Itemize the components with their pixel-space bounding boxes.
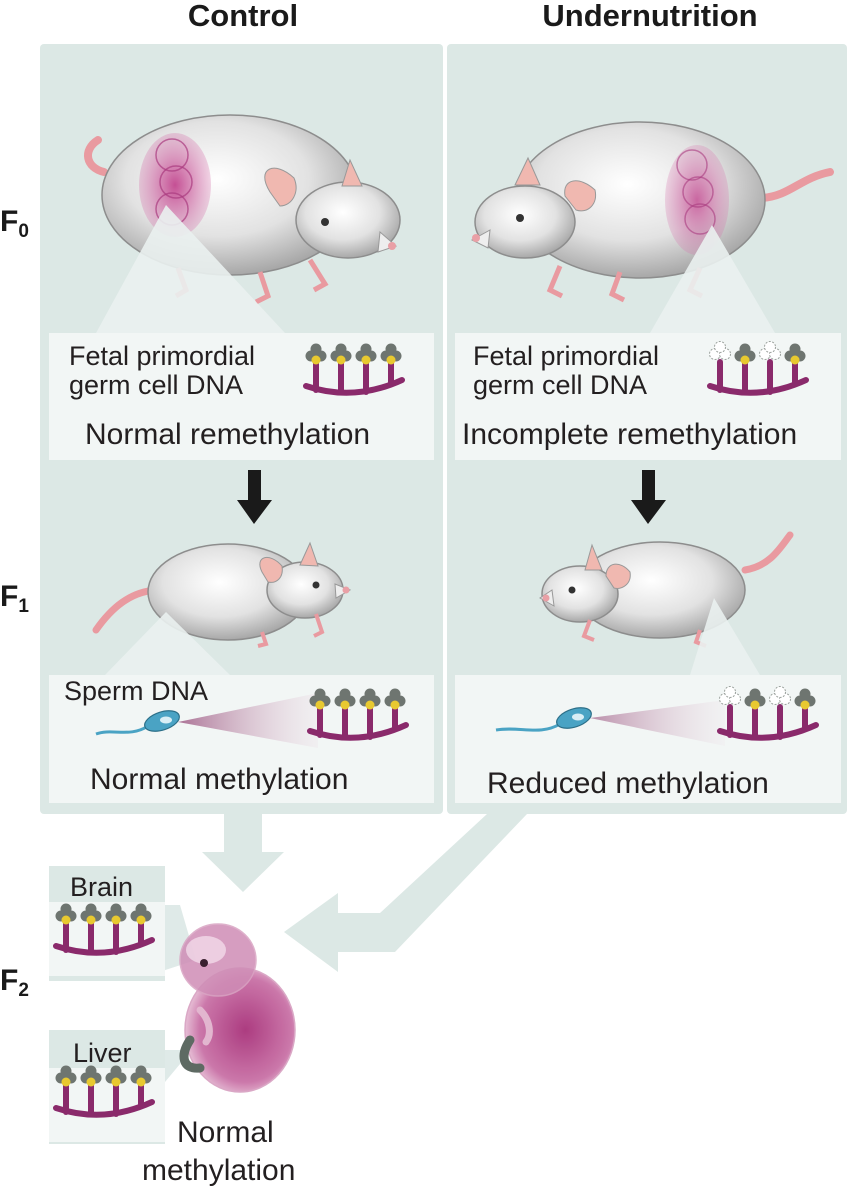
- f2-liver-dna-icon: [53, 1065, 155, 1118]
- f2-brain-dna-icon: [53, 903, 155, 956]
- methyl-group: [390, 700, 400, 710]
- methyl-group: [335, 343, 347, 355]
- methyl-group: [336, 355, 346, 365]
- methyl-group: [310, 343, 322, 355]
- undernutrition-germ-result: Incomplete remethylation: [462, 418, 798, 451]
- undernutrition-f0-mother-mouse: [470, 121, 834, 303]
- missing-methyl-group: [774, 686, 786, 698]
- control-f1-callout-ray: [105, 612, 230, 675]
- control-germ-cell-label-line1: Fetal primordial: [69, 341, 256, 371]
- methyl-group: [799, 688, 811, 700]
- methyl-group: [386, 355, 396, 365]
- missing-methyl-group: [764, 341, 776, 353]
- methyl-group: [790, 355, 800, 365]
- generation-label-f1: F1: [0, 580, 29, 617]
- methyl-group: [61, 915, 71, 925]
- methyl-group: [86, 1077, 96, 1087]
- f2-result-line2: methylation: [142, 1154, 296, 1187]
- methyl-group: [111, 915, 121, 925]
- missing-methyl-group: [724, 686, 736, 698]
- methyl-group: [136, 915, 146, 925]
- methyl-group: [365, 700, 375, 710]
- methyl-group: [800, 700, 810, 710]
- methyl-group: [340, 700, 350, 710]
- f2-brain-label: Brain: [70, 872, 134, 902]
- control-germ-dna-icon: [303, 343, 405, 396]
- control-sperm-dna-icon: [307, 688, 409, 741]
- methyl-group: [361, 355, 371, 365]
- column-title-undernutrition: Undernutrition: [542, 0, 758, 33]
- methyl-group: [85, 903, 97, 915]
- undernutrition-f0-callout-ray: [650, 225, 775, 333]
- methyl-group: [60, 903, 72, 915]
- methyl-group: [385, 343, 397, 355]
- missing-methyl-group: [714, 341, 726, 353]
- undernutrition-germ-cell-label-line1: Fetal primordial: [473, 341, 660, 371]
- control-f0-callout-ray: [96, 205, 285, 333]
- undernutrition-down-arrow: [631, 470, 666, 524]
- methyl-group: [360, 343, 372, 355]
- control-to-f2-arrow: [202, 814, 284, 892]
- methyl-group: [85, 1065, 97, 1077]
- methyl-group: [789, 343, 801, 355]
- methyl-group: [61, 1077, 71, 1087]
- undernutrition-f1-male-mouse: [539, 531, 794, 648]
- methyl-group: [750, 700, 760, 710]
- undernutrition-to-f2-arrow: [284, 814, 527, 972]
- methyl-group: [749, 688, 761, 700]
- methyl-group: [740, 355, 750, 365]
- undernutrition-germ-dna-icon: [707, 341, 809, 396]
- control-germ-cell-label-line2: germ cell DNA: [69, 370, 244, 400]
- generation-label-f2: F2: [0, 964, 29, 1001]
- methyl-group: [315, 700, 325, 710]
- undernutrition-f1-callout-ray: [690, 598, 760, 675]
- methyl-group: [311, 355, 321, 365]
- methyl-group: [86, 915, 96, 925]
- undernutrition-sperm-cell: [495, 700, 725, 746]
- control-sperm-result: Normal methylation: [90, 763, 349, 796]
- methyl-group: [135, 1065, 147, 1077]
- undernutrition-germ-cell-label-line2: germ cell DNA: [473, 370, 648, 400]
- control-sperm-label: Sperm DNA: [64, 676, 209, 706]
- control-sperm-cell: [95, 693, 318, 748]
- methyl-group: [739, 343, 751, 355]
- f2-liver-label: Liver: [73, 1038, 132, 1068]
- methyl-group: [364, 688, 376, 700]
- methyl-group: [314, 688, 326, 700]
- generation-label-f0: F0: [0, 205, 29, 242]
- control-f1-male-mouse: [92, 541, 352, 648]
- methyl-group: [60, 1065, 72, 1077]
- methyl-group: [111, 1077, 121, 1087]
- f2-result-line1: Normal: [177, 1116, 274, 1149]
- methyl-group: [110, 1065, 122, 1077]
- undernutrition-sperm-result: Reduced methylation: [487, 767, 769, 800]
- methyl-group: [135, 903, 147, 915]
- undernutrition-sperm-dna-icon: [717, 686, 819, 741]
- control-down-arrow: [237, 470, 272, 524]
- control-germ-result: Normal remethylation: [85, 418, 371, 451]
- methyl-group: [339, 688, 351, 700]
- column-title-control: Control: [187, 0, 299, 33]
- methyl-group: [136, 1077, 146, 1087]
- methyl-group: [389, 688, 401, 700]
- methyl-group: [110, 903, 122, 915]
